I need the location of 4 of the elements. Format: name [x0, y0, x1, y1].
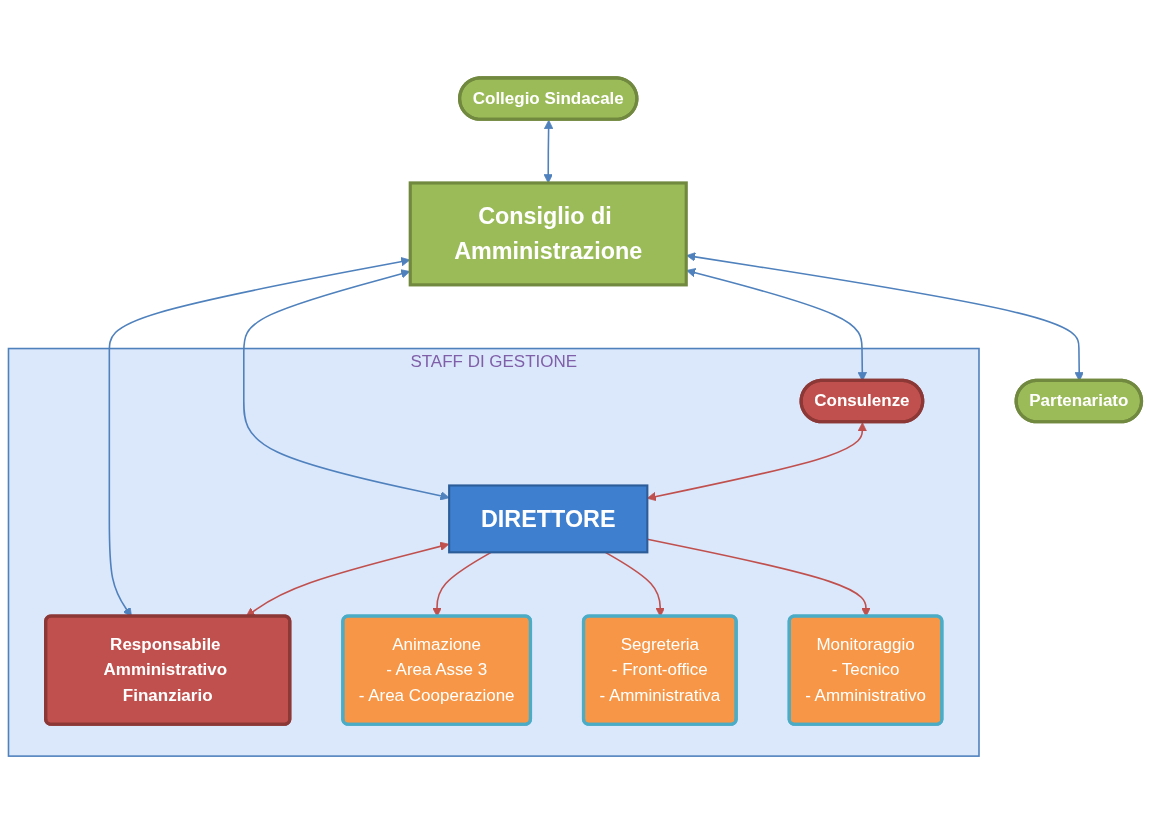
arrow	[245, 541, 450, 617]
arrow	[243, 269, 450, 501]
node-box: Consiglio di Amministrazione	[408, 181, 688, 287]
node-box: DIRETTORE	[448, 484, 649, 554]
